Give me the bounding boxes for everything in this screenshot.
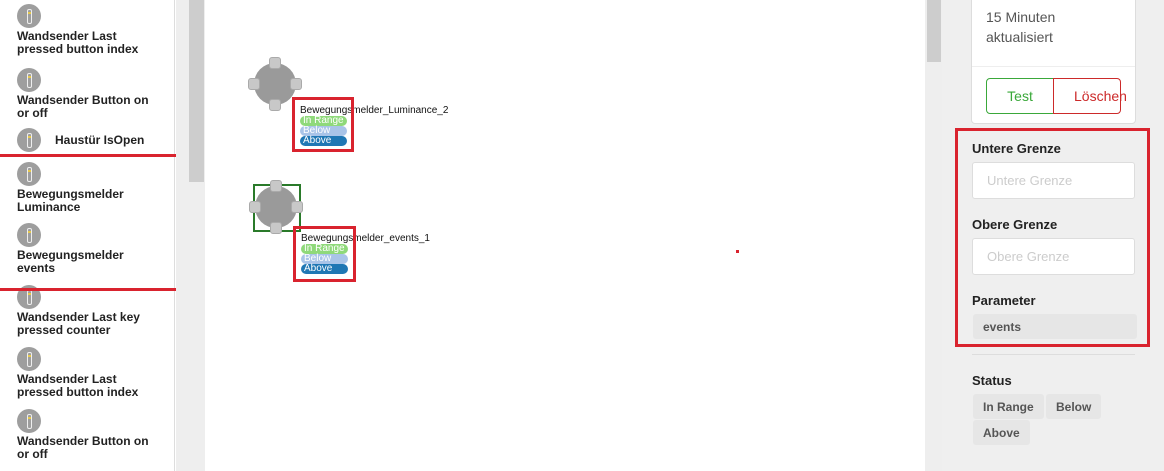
sensor-icon [17,409,41,433]
sidebar-item[interactable]: Haustür IsOpen [17,128,157,152]
item-label: Wandsender Button on or off [17,434,149,461]
flow-node-selected[interactable] [247,178,305,236]
flow-canvas[interactable] [205,0,925,471]
port-handle[interactable] [269,57,281,69]
sidebar: Wandsender Last pressed button index Wan… [0,0,175,471]
item-label: Bewegungsmelder Luminance [17,187,124,214]
info-text: 15 Minuten aktualisiert [986,9,1056,45]
port-handle[interactable] [249,201,261,213]
item-label: Bewegungsmelder events [17,248,124,275]
port-handle[interactable] [270,180,282,192]
status-label: Status [972,373,1012,388]
status-chip-above[interactable]: Above [973,420,1030,445]
lower-limit-label: Untere Grenze [972,141,1061,156]
port-handle[interactable] [270,222,282,234]
status-chip-in-range[interactable]: In Range [973,394,1044,419]
sensor-icon [17,68,41,92]
sensor-icon [17,347,41,371]
canvas-scrollbar[interactable] [925,0,942,471]
lower-limit-input[interactable] [972,162,1135,199]
state-in-range: In Range [300,116,347,126]
upper-limit-input[interactable] [972,238,1135,275]
upper-limit-label: Obere Grenze [972,217,1058,232]
highlight-box [292,97,354,152]
status-chip-below[interactable]: Below [1046,394,1102,419]
item-label: Haustür IsOpen [55,132,145,147]
port-handle[interactable] [269,99,281,111]
item-label: Wandsender Last pressed button index [17,29,139,56]
port-handle[interactable] [290,78,302,90]
port-handle[interactable] [248,78,260,90]
sidebar-item[interactable]: Bewegungsmelder events [17,223,157,275]
node-label: Bewegungsmelder_events_1 [301,233,430,244]
sensor-icon [17,128,41,152]
sidebar-item[interactable]: Wandsender Last pressed button index [17,4,157,56]
canvas-scrollbar-thumb[interactable] [927,0,941,62]
state-above: Above [300,136,347,146]
highlight-box [0,154,179,291]
sensor-icon [17,162,41,186]
item-label: Wandsender Last key pressed counter [17,310,140,337]
sidebar-item[interactable]: Wandsender Button on or off [17,409,157,461]
sensor-icon [17,4,41,28]
highlight-box [293,226,356,282]
state-below: Below [301,254,348,264]
node-label: Bewegungsmelder_Luminance_2 [300,105,449,116]
parameter-label: Parameter [972,293,1036,308]
item-label: Wandsender Last pressed button index [17,372,139,399]
parameter-value[interactable]: events [973,314,1137,339]
sensor-icon [17,223,41,247]
sidebar-item[interactable]: Wandsender Button on or off [17,68,157,120]
sensor-icon [255,186,297,228]
sidebar-item[interactable]: Wandsender Last pressed button index [17,347,157,399]
state-in-range: In Range [301,244,348,254]
divider [972,66,1135,67]
marker-dot [736,250,739,253]
highlight-box [955,128,1150,347]
flow-node[interactable] [246,55,304,113]
delete-button[interactable]: Löschen [1053,78,1127,114]
sidebar-scrollbar-thumb[interactable] [189,0,204,182]
sidebar-item[interactable]: Bewegungsmelder Luminance [17,162,157,214]
item-label: Wandsender Button on or off [17,93,149,120]
divider [972,354,1135,355]
port-handle[interactable] [291,201,303,213]
sidebar-item[interactable]: Wandsender Last key pressed counter [17,285,157,337]
state-below: Below [300,126,347,136]
sensor-icon [254,63,296,105]
test-button[interactable]: Test [986,78,1054,114]
state-above: Above [301,264,348,274]
